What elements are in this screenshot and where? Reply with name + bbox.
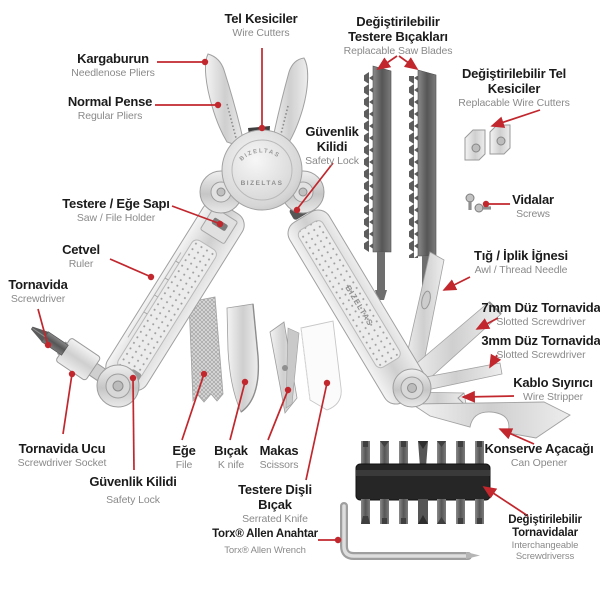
screws-icon [465,193,491,213]
label-slotted-screwdriver-3mm: 3mm Düz Tornavida Slotted Screwdriver [476,333,600,362]
label-en: Ruler [68,257,94,270]
wire-cutter-notch [248,126,270,158]
label-knife: Bıçak K nife [201,443,261,472]
allen-wrench [340,502,480,560]
label-tr: Testere / Eğe Sapı [62,196,170,211]
label-tr: Değiştirilebilir Tel Kesiciler [461,66,567,96]
label-en: Regular Pliers [77,109,143,122]
label-en: Scissors [259,458,299,471]
wire-cutter-inserts [464,124,511,161]
label-tr: Tornavida [8,277,68,292]
label-tr: Makas [259,443,299,458]
saw-blade-left [364,65,392,300]
brand-on-handle: BIZELTAS [343,284,374,328]
label-tr: Konserve Açacağı [484,441,594,456]
label-en: Slotted Screwdriver [496,348,586,361]
left-jaw [204,53,246,149]
label-ruler: Cetvel Ruler [41,242,121,271]
label-tr: Tığ / İplik İğnesi [474,248,568,263]
label-scissors: Makas Scissors [244,443,314,472]
label-en: Interchangeable Screwdriverss [511,540,579,563]
label-safety-lock-bottom: Güvenlik Kilidi Safety Lock [78,474,188,507]
label-tr: 7mm Düz Tornavida [481,300,600,315]
label-can-opener: Konserve Açacağı Can Opener [482,441,597,470]
safety-lock-bottom-slider [125,369,142,386]
label-en: Safety Lock [106,493,160,506]
label-tr: Değiştirilebilir Tornavidalar [508,514,582,540]
label-tr: Değiştirilebilir Testere Bıçakları [348,14,448,44]
label-tr: Vidalar [512,192,554,207]
left-pivot [96,364,140,408]
label-en: Wire Stripper [523,390,583,403]
label-serrated-knife: Testere Dişli Bıçak Serrated Knife [229,482,321,526]
bit-kit-bottom-bits [361,499,484,524]
label-file: Eğe File [154,443,214,472]
can-opener-tool [410,401,571,439]
label-tr: Bıçak [214,443,248,458]
label-tr: 3mm Düz Tornavida [481,333,600,348]
label-safety-lock-top: Güvenlik Kilidi Safety Lock [292,124,372,168]
label-tr: Tel Kesiciler [224,11,298,26]
label-tr: Normal Pense [67,94,153,109]
label-tr: Eğe [172,443,196,458]
label-en: Needlenose Pliers [71,66,155,79]
screwdriver-socket-tool [30,326,107,382]
label-slotted-screwdriver-7mm: 7mm Düz Tornavida Slotted Screwdriver [476,300,600,329]
knife-tool [226,303,260,413]
left-handle [105,200,245,392]
label-interchangeable-screwdrivers: Değiştirilebilir Tornavidalar Interchang… [498,514,593,563]
label-wire-cutters: Tel Kesiciler Wire Cutters [206,11,316,40]
awl-tool [402,251,445,383]
bit-kit [355,441,491,524]
label-en: Safety Lock [305,154,359,167]
brand-arc-text: BIZELTAS [239,148,279,162]
label-en: K nife [217,458,245,471]
right-pivot [392,368,432,408]
saw-blade-right [409,69,437,304]
svg-text:BIZELTAS: BIZELTAS [239,148,281,162]
label-tr: Kablo Sıyırıcı [513,375,593,390]
label-en: File [175,458,193,471]
label-en: Awl / Thread Needle [474,263,568,276]
label-en: Replacable Wire Cutters [458,96,570,109]
label-en: Screws [516,207,550,220]
label-screwdriver: Tornavida Screwdriver [0,277,83,306]
label-replaceable-saw-blades: Değiştirilebilir Testere Bıçakları Repla… [333,14,463,58]
label-tr: Güvenlik Kilidi [305,124,359,154]
label-screws: Vidalar Screws [493,192,573,221]
label-wire-stripper: Kablo Sıyırıcı Wire Stripper [498,375,600,404]
bit-kit-top-bits [361,441,484,467]
label-torx-allen-wrench: Torx® Allen Anahtar Torx® Allen Wrench [195,528,335,557]
label-tr: Tornavida Ucu [18,441,106,456]
file-tool [188,296,224,403]
scissors-tool [269,321,300,414]
label-tr: Güvenlik Kilidi [89,474,177,489]
brand-on-head: BIZELTAS [241,180,284,187]
label-tr: Torx® Allen Anahtar [212,528,318,540]
label-screwdriver-socket: Tornavida Ucu Screwdriver Socket [2,441,122,470]
safety-lock-top-tab [289,202,310,220]
saw-file-holder-slot [211,217,228,231]
right-handle: BIZELTAS [287,202,427,405]
label-en: Serrated Knife [242,512,308,525]
label-regular-pliers: Normal Pense Regular Pliers [45,94,175,123]
slotted-3mm-tool [409,362,503,394]
label-tr: Cetvel [62,242,100,257]
label-en: Wire Cutters [232,26,290,39]
label-en: Screwdriver [10,292,66,305]
label-en: Saw / File Holder [76,211,156,224]
label-needlenose-pliers: Kargaburun Needlenose Pliers [38,51,188,80]
label-en: Screwdriver Socket [17,456,107,469]
label-en: Replacable Saw Blades [343,44,453,57]
serrated-knife-tool [300,320,342,411]
label-saw-file-holder: Testere / Eğe Sapı Saw / File Holder [51,196,181,225]
label-awl-thread-needle: Tığ / İplik İğnesi Awl / Thread Needle [461,248,581,277]
wire-stripper-tool [408,391,467,407]
label-en: Slotted Screwdriver [496,315,586,328]
label-en: Torx® Allen Wrench [224,545,306,557]
label-en: Can Opener [510,456,568,469]
label-tr: Testere Dişli Bıçak [238,482,312,512]
label-replaceable-wire-cutters: Değiştirilebilir Tel Kesiciler Replacabl… [444,66,584,110]
label-tr: Kargaburun [77,51,149,66]
